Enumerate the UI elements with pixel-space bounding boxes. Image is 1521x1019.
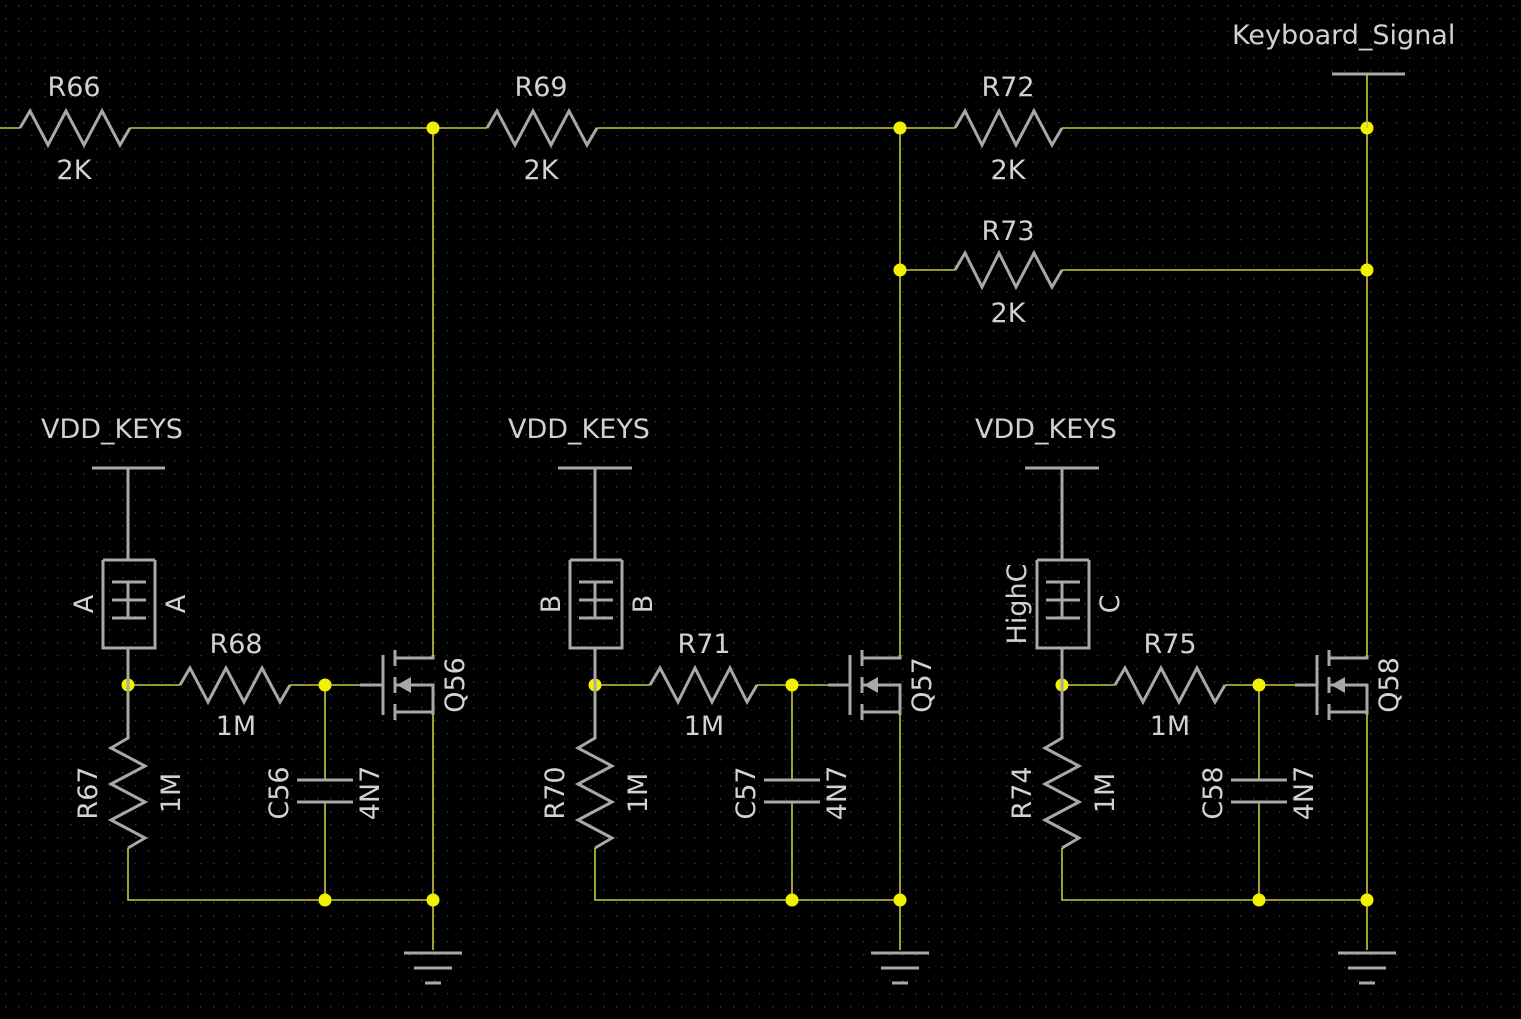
ground-1[interactable] [404,951,462,985]
capacitor-c56[interactable]: C56 4N7 [264,766,386,821]
power-label: VDD_KEYS [975,414,1117,445]
resistor-r72[interactable]: R72 2K [953,72,1064,186]
power-vdd-keys-2[interactable]: VDD_KEYS [508,414,650,560]
resistor-value-label: 1M [216,711,256,742]
mosfet-ref-label: Q56 [440,657,471,713]
resistor-value-label: 2K [57,155,93,186]
resistor-r75[interactable]: R75 1M [1113,629,1227,742]
resistor-value-label: 1M [1150,711,1190,742]
resistor-ref-label: R71 [677,629,730,660]
resistor-value-label: 1M [684,711,724,742]
mosfet-q58[interactable]: Q58 [1295,650,1405,720]
switch-ref-label: HighC [1002,564,1033,645]
switch-ref-label: A [69,594,100,613]
resistor-r74[interactable]: R74 1M [1007,685,1121,850]
wires [0,127,1368,950]
switch-ref-label: B [536,595,567,614]
ground-2[interactable] [871,951,929,985]
ground-3[interactable] [1338,951,1396,985]
mosfet-q57[interactable]: Q57 [828,650,938,720]
capacitor-ref-label: C57 [731,766,762,819]
mosfet-q56[interactable]: Q56 [360,650,471,720]
resistor-ref-label: R68 [209,629,262,660]
resistor-value-label: 2K [991,298,1027,329]
power-vdd-keys-3[interactable]: VDD_KEYS [975,414,1117,560]
resistor-value-label: 1M [156,773,187,813]
resistor-ref-label: R73 [981,216,1034,247]
junction-dot [1360,893,1374,907]
power-label: VDD_KEYS [508,414,650,445]
keyboard-signal-port[interactable]: Keyboard_Signal [1232,20,1455,128]
junction-dot [785,893,799,907]
resistor-r66[interactable]: R66 2K [18,72,132,186]
resistor-value-label: 2K [524,155,560,186]
capacitor-value-label: 4N7 [822,766,853,821]
resistor-ref-label: R72 [981,72,1034,103]
junction-dot [893,121,907,135]
resistor-ref-label: R74 [1007,766,1038,819]
junction-dot [1252,678,1266,692]
resistor-r70[interactable]: R70 1M [540,685,654,850]
resistor-value-label: 2K [991,155,1027,186]
junctions [121,121,1374,907]
capacitor-value-label: 4N7 [355,766,386,821]
capacitor-ref-label: C56 [264,766,295,819]
switch-value-label: B [628,595,659,614]
switch-value-label: A [161,594,192,613]
switch-a[interactable]: A A [69,558,192,685]
resistor-ref-label: R75 [1143,629,1196,660]
resistor-ref-label: R70 [540,766,571,819]
switch-value-label: C [1095,595,1126,614]
resistor-r68[interactable]: R68 1M [178,629,292,742]
junction-dot [426,121,440,135]
resistor-value-label: 1M [1090,773,1121,813]
mosfet-ref-label: Q58 [1374,657,1405,713]
mosfet-ref-label: Q57 [907,657,938,713]
junction-dot [318,893,332,907]
resistor-r69[interactable]: R69 2K [485,72,599,186]
switch-c[interactable]: HighC C [1002,558,1126,685]
capacitor-c57[interactable]: C57 4N7 [731,766,853,821]
port-label: Keyboard_Signal [1232,20,1455,51]
resistor-r73[interactable]: R73 2K [953,216,1064,329]
power-label: VDD_KEYS [41,414,183,445]
capacitor-ref-label: C58 [1198,766,1229,819]
power-vdd-keys-1[interactable]: VDD_KEYS [41,414,183,560]
junction-dot [318,678,332,692]
junction-dot [893,263,907,277]
resistor-ref-label: R66 [47,72,100,103]
switch-b[interactable]: B B [536,558,659,685]
junction-dot [1252,893,1266,907]
capacitor-value-label: 4N7 [1289,766,1320,821]
resistor-ref-label: R67 [73,766,104,819]
capacitor-c58[interactable]: C58 4N7 [1198,766,1320,821]
resistor-r67[interactable]: R67 1M [73,685,187,850]
junction-dot [785,678,799,692]
junction-dot [893,893,907,907]
junction-dot [1360,263,1374,277]
junction-dot [426,893,440,907]
resistor-value-label: 1M [623,773,654,813]
resistor-ref-label: R69 [514,72,567,103]
resistor-r71[interactable]: R71 1M [648,629,759,742]
